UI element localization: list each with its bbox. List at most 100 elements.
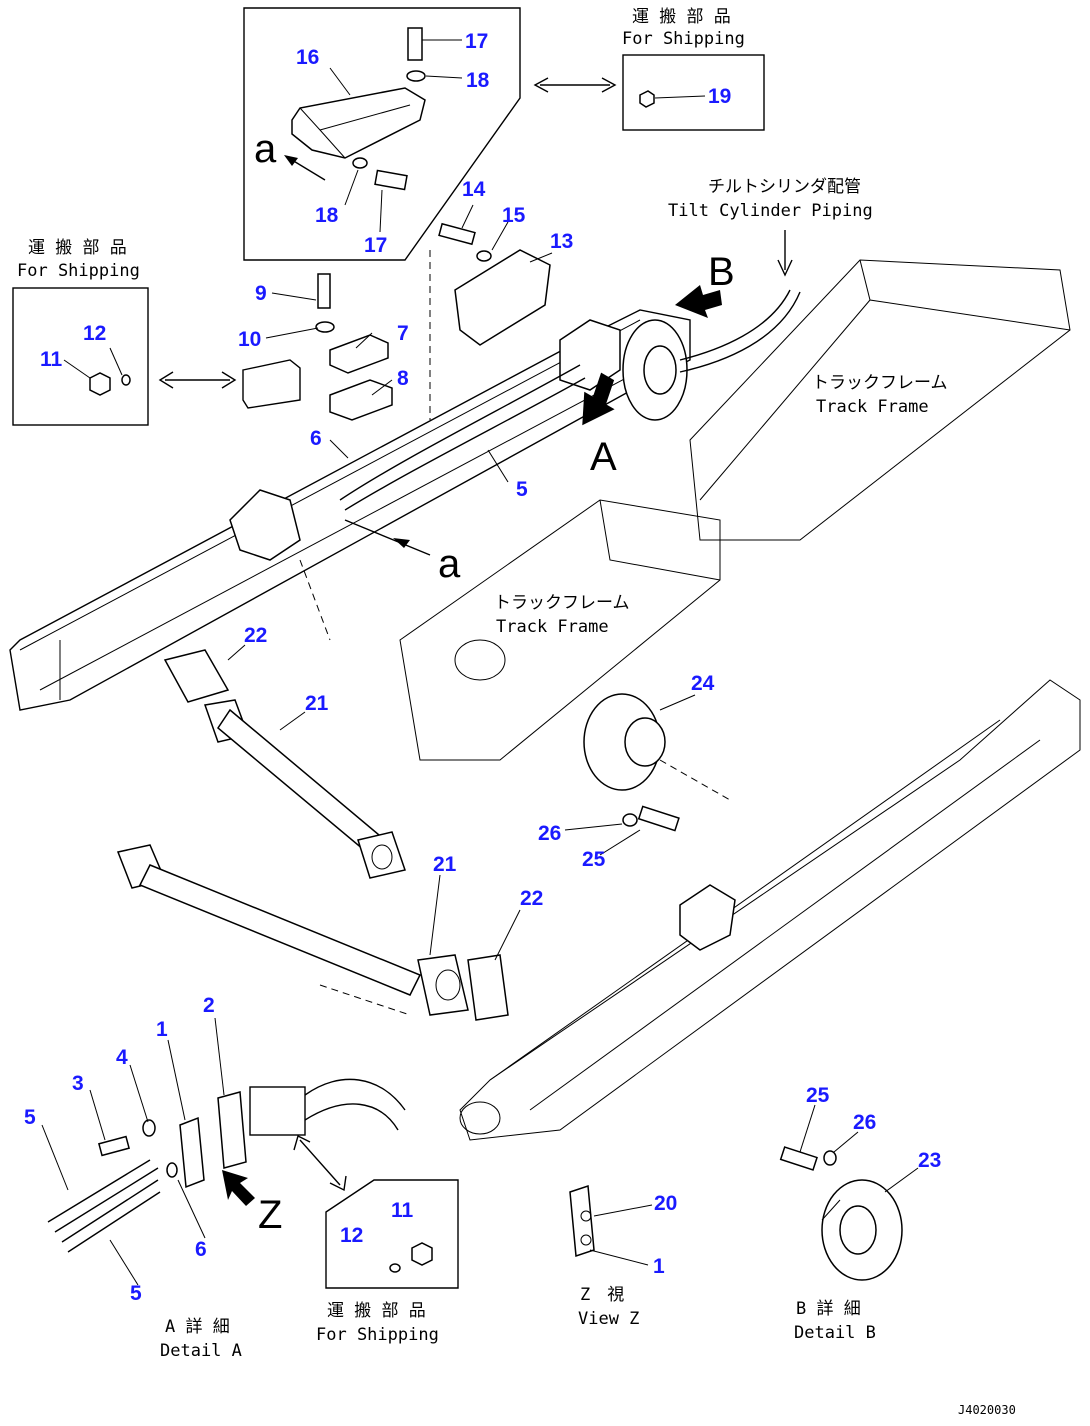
track-frame-top-right <box>689 259 1071 541</box>
callout-9: 9 <box>255 282 267 305</box>
callout-21-lower: 21 <box>433 853 457 876</box>
shipping-label-en-bottom: For Shipping <box>316 1325 439 1345</box>
callout-6-bottom: 6 <box>195 1238 207 1261</box>
callout-2: 2 <box>203 994 215 1017</box>
callout-17-bottom: 17 <box>364 234 387 257</box>
part-19 <box>639 90 655 108</box>
nut-11-bottom <box>411 1242 433 1266</box>
mount-bracket-lower <box>679 884 736 951</box>
view-z-label-en: View Z <box>578 1309 639 1329</box>
shipping-label-jp-top: 運 搬 部 品 <box>632 7 731 27</box>
bolt-25 <box>637 805 680 832</box>
callout-16: 16 <box>296 46 319 69</box>
washer-18-top <box>406 70 426 82</box>
callout-22-lower: 22 <box>520 887 543 910</box>
coded-plate-left <box>242 359 301 409</box>
view-a-small-arrow <box>344 519 431 556</box>
callout-18-top: 18 <box>466 69 490 92</box>
detail-a <box>47 1091 255 1253</box>
bolt-9 <box>317 273 331 309</box>
bolt-3 <box>98 1135 130 1157</box>
washer-26 <box>622 813 638 827</box>
callout-3: 3 <box>72 1072 84 1095</box>
callout-13: 13 <box>550 230 573 253</box>
callout-11-bottom: 11 <box>391 1199 414 1222</box>
callout-25: 25 <box>582 848 606 871</box>
callout-23: 23 <box>918 1149 941 1172</box>
callout-12-left: 12 <box>83 322 106 345</box>
view-small-a-main: a <box>438 542 461 586</box>
washer-10 <box>315 321 335 333</box>
track-label-jp-top: トラックフレーム <box>812 373 948 393</box>
callout-24: 24 <box>691 672 715 695</box>
callout-25-detail: 25 <box>806 1084 830 1107</box>
callout-15: 15 <box>502 204 526 227</box>
callout-4: 4 <box>116 1046 128 1069</box>
shipping-label-jp-bottom: 運 搬 部 品 <box>327 1301 426 1321</box>
shipping-label-jp-left: 運 搬 部 品 <box>28 238 127 258</box>
callout-20: 20 <box>654 1192 677 1215</box>
block-1 <box>179 1116 205 1189</box>
detail-b <box>779 1146 903 1281</box>
callout-26: 26 <box>538 822 561 845</box>
track-frame-lower <box>459 679 1081 1141</box>
callout-8: 8 <box>397 367 409 390</box>
detail-b-label-jp: B 詳 細 <box>796 1299 861 1319</box>
callout-17-top: 17 <box>465 30 488 53</box>
tilt-label-jp: チルトシリンダ配管 <box>708 177 861 197</box>
view-a-letter: A <box>590 435 617 479</box>
callout-5-bottom: 5 <box>130 1282 142 1305</box>
drive-shaft-21-lower <box>116 844 469 1016</box>
drive-shaft-21-upper <box>203 699 406 879</box>
cover-16 <box>291 87 426 159</box>
mount-block-upper <box>559 319 621 391</box>
callout-1: 1 <box>156 1018 168 1041</box>
track-frame-middle <box>399 499 721 761</box>
cover-inset <box>243 7 521 261</box>
view-b-letter: B <box>708 250 735 294</box>
view-z-arrow <box>222 1170 255 1206</box>
part-callouts: 16 17 18 18 17 19 14 15 13 9 10 7 8 6 5 … <box>24 30 941 1305</box>
plug-12-left <box>121 374 131 386</box>
callout-5-left: 5 <box>24 1106 36 1129</box>
view-small-a-top: a <box>254 127 277 171</box>
callout-19: 19 <box>708 85 731 108</box>
text-labels: 運 搬 部 品 For Shipping 運 搬 部 品 For Shippin… <box>17 7 1016 1417</box>
bolt-17-bottom <box>374 169 408 191</box>
cover-13 <box>454 249 551 346</box>
washer-18-bottom <box>352 157 368 169</box>
callout-5-top: 5 <box>516 478 528 501</box>
gasket-8 <box>329 379 393 421</box>
callout-7: 7 <box>397 322 409 345</box>
callout-12-bottom: 12 <box>340 1224 363 1247</box>
track-label-en-mid: Track Frame <box>496 617 609 637</box>
plug-12-bottom <box>389 1263 401 1273</box>
bolt-25-detail <box>779 1146 818 1171</box>
shipping-label-en-top: For Shipping <box>622 29 745 49</box>
callout-21-upper: 21 <box>305 692 329 715</box>
bolt-17-top <box>407 27 423 61</box>
detail-a-label-jp: A 詳 細 <box>165 1317 230 1337</box>
exchange-arrow-left <box>158 371 237 389</box>
callout-1-view-z: 1 <box>653 1255 665 1278</box>
exchange-arrow-bottom <box>293 1134 347 1192</box>
callout-18-bottom: 18 <box>315 204 339 227</box>
upper-frame <box>9 289 801 711</box>
exchange-arrow-top <box>533 77 617 93</box>
detail-a-label-en: Detail A <box>160 1341 242 1361</box>
callout-6-top: 6 <box>310 427 322 450</box>
bolt-14 <box>438 222 476 246</box>
track-label-jp-mid: トラックフレーム <box>494 593 630 613</box>
callout-14: 14 <box>462 178 486 201</box>
callout-22-upper: 22 <box>244 624 267 647</box>
drawing-code: J4020030 <box>958 1403 1016 1417</box>
callout-26-detail: 26 <box>853 1111 876 1134</box>
plate-7 <box>329 334 389 374</box>
view-b-arrow <box>675 285 722 318</box>
nut-11-left <box>89 372 111 396</box>
oring-6 <box>166 1162 178 1178</box>
mount-bracket-left <box>229 489 301 561</box>
view-a-arrow <box>582 372 615 426</box>
gasket-22-upper <box>163 649 230 703</box>
